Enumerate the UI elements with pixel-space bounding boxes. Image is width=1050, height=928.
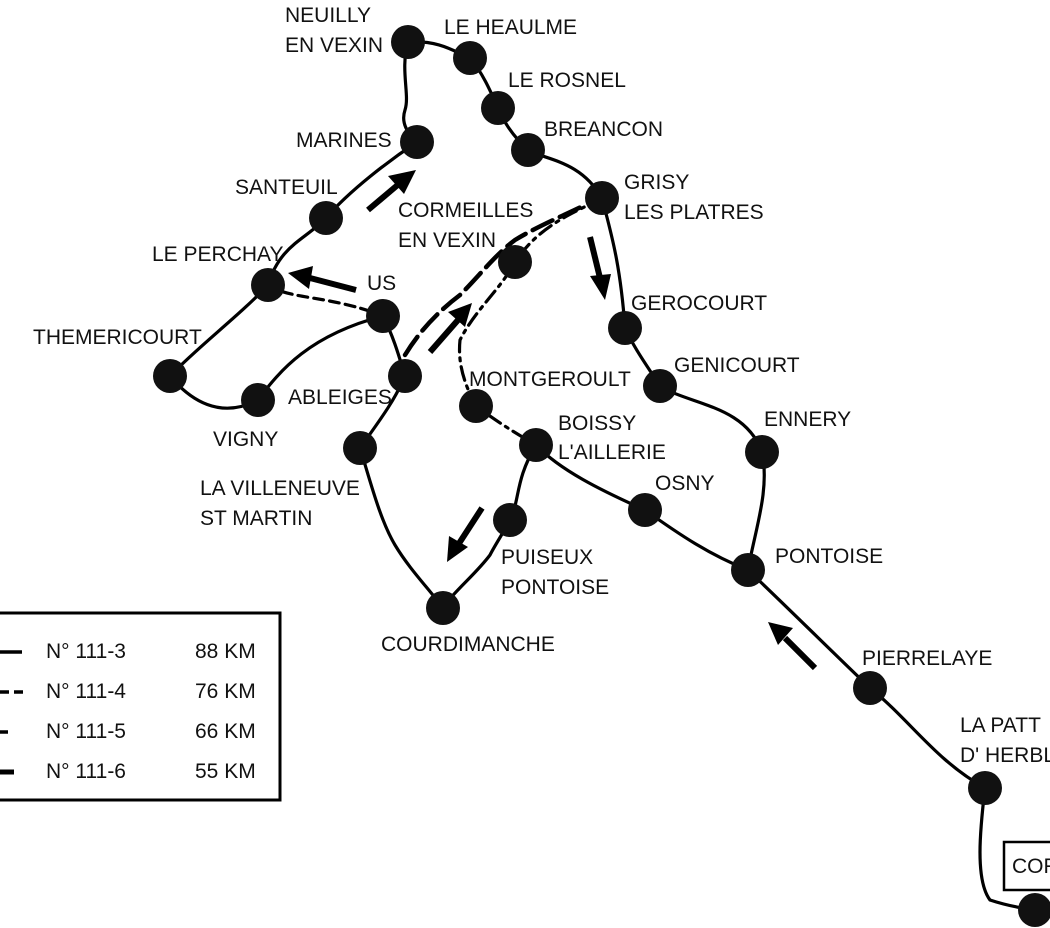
dot-rosnel <box>481 91 515 125</box>
label-cormeilles-1: CORMEILLES <box>398 199 533 222</box>
dot-villeneuve <box>343 431 377 465</box>
label-boissy-2: L'AILLERIE <box>558 441 666 464</box>
legend-route-3-distance: 66 KM <box>195 720 256 743</box>
dot-santeuil <box>309 201 343 235</box>
town-dots <box>153 25 1050 927</box>
label-heaulme: LE HEAULME <box>444 16 577 39</box>
dot-osny <box>628 493 662 527</box>
legend-route-4-name: N° 111-6 <box>46 760 126 783</box>
label-patte-1: LA PATT <box>960 714 1041 737</box>
dot-boissy <box>519 428 553 462</box>
dot-pierrelaye <box>853 671 887 705</box>
label-ennery: ENNERY <box>764 408 851 431</box>
dot-marines <box>400 125 434 159</box>
label-puiseux-2: PONTOISE <box>501 576 609 599</box>
label-courdimanche: COURDIMANCHE <box>381 633 555 656</box>
label-rosnel: LE ROSNEL <box>508 69 626 92</box>
label-perchay: LE PERCHAY <box>152 243 284 266</box>
label-santeuil: SANTEUIL <box>235 176 338 199</box>
dot-courdimanche <box>426 591 460 625</box>
label-villeneuve-2: ST MARTIN <box>200 507 312 530</box>
legend: N° 111-3 88 KM N° 111-4 76 KM N° 111-5 6… <box>0 611 282 802</box>
dot-pontoise <box>731 553 765 587</box>
label-patte-2: D' HERBL <box>960 744 1050 767</box>
label-ableiges: ABLEIGES <box>288 386 392 409</box>
legend-route-4-distance: 55 KM <box>195 760 256 783</box>
dot-ennery <box>745 435 779 469</box>
dot-breancon <box>511 133 545 167</box>
start-label: COR <box>1012 855 1050 878</box>
dot-us <box>366 299 400 333</box>
dot-start <box>1018 893 1050 927</box>
label-puiseux-1: PUISEUX <box>501 546 593 569</box>
label-grisy-2: LES PLATRES <box>624 201 764 224</box>
route-111-4-path <box>266 283 385 318</box>
label-themericourt: THEMERICOURT <box>33 326 202 349</box>
dot-heaulme <box>453 41 487 75</box>
legend-route-3-name: N° 111-5 <box>46 720 126 743</box>
label-marines: MARINES <box>296 129 392 152</box>
label-gerocourt: GEROCOURT <box>631 292 767 315</box>
legend-route-1-distance: 88 KM <box>195 640 256 663</box>
dot-cormeilles <box>498 245 532 279</box>
dot-montgeroult <box>459 389 493 423</box>
label-boissy-1: BOISSY <box>558 412 636 435</box>
label-pontoise: PONTOISE <box>775 545 883 568</box>
legend-route-1-name: N° 111-3 <box>46 640 126 663</box>
label-grisy-1: GRISY <box>624 171 689 194</box>
label-breancon: BREANCON <box>544 118 663 141</box>
direction-arrows <box>288 170 818 671</box>
dot-genicourt <box>643 369 677 403</box>
label-osny: OSNY <box>655 472 715 495</box>
label-neuilly-1: NEUILLY <box>285 4 371 27</box>
dot-puiseux <box>493 503 527 537</box>
town-labels: NEUILLY EN VEXIN LE HEAULME LE ROSNEL BR… <box>33 4 1050 767</box>
label-us: US <box>367 272 396 295</box>
start-box <box>1002 840 1050 892</box>
dot-neuilly <box>391 25 425 59</box>
dot-themericourt <box>153 359 187 393</box>
label-cormeilles-2: EN VEXIN <box>398 229 496 252</box>
dot-gerocourt <box>608 311 642 345</box>
dot-grisy <box>585 181 619 215</box>
dot-ableiges <box>388 359 422 393</box>
label-vigny: VIGNY <box>213 428 278 451</box>
label-villeneuve-1: LA VILLENEUVE <box>200 477 360 500</box>
route-111-6-path <box>402 202 588 358</box>
label-neuilly-2: EN VEXIN <box>285 34 383 57</box>
dot-perchay <box>251 268 285 302</box>
legend-route-2-distance: 76 KM <box>195 680 256 703</box>
label-montgeroult: MONTGEROULT <box>469 368 631 391</box>
route-111-3-path <box>406 40 1037 912</box>
label-genicourt: GENICOURT <box>674 354 800 377</box>
legend-box <box>0 611 282 802</box>
legend-route-2-name: N° 111-4 <box>46 680 126 703</box>
label-pierrelaye: PIERRELAYE <box>862 647 992 670</box>
dot-vigny <box>241 383 275 417</box>
dot-patte <box>968 771 1002 805</box>
